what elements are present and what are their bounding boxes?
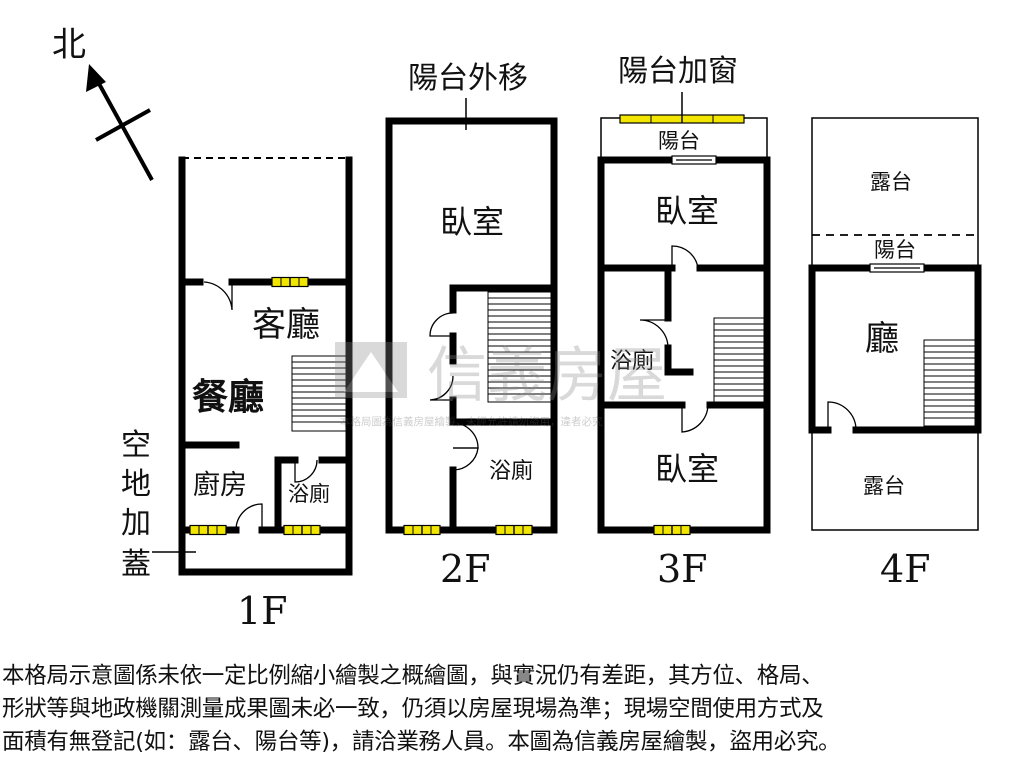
stairs-icon [713,317,765,403]
floor-2f-doors [429,312,479,471]
door-icon [294,459,318,483]
room-label-bedroom: 臥室 [440,203,504,241]
watermark-notice: 本格局圖為信義房屋繪製，未經允許請勿盜用，違者必究 [340,415,603,428]
watermark: 信義房屋 本格局圖為信義房屋繪製，未經允許請勿盜用，違者必究 [335,341,667,428]
disclaimer-line: 本格局示意圖係未依一定比例縮小繪製之概繪圖，與實況仍有差距，其方位、格局、 [2,663,824,689]
door-icon [429,375,454,401]
room-label-dining: 餐廳 [192,376,264,418]
door-icon [639,319,669,349]
room-label-kitchen: 廚房 [193,470,247,501]
note-char: 蓋 [121,547,151,582]
window-icon [283,524,321,536]
window-icon [271,276,309,288]
north-arrow-icon [86,64,154,181]
floor-4f-walls [808,264,982,434]
room-label-balcony: 陽台 [874,238,916,262]
stairs-icon [487,291,552,403]
floor-label-2f: 2F [440,547,491,591]
door-icon [671,245,699,269]
door-icon [827,401,857,431]
room-label-terrace-top: 露台 [870,170,912,194]
door-icon [452,422,479,449]
room-label-bedroom-bottom: 臥室 [655,450,719,488]
note-char: 加 [121,506,151,541]
open-land-note: 空 地 加 蓋 [121,428,151,582]
floor-label-4f: 4F [880,547,931,591]
door-icon [235,503,263,531]
disclaimer-line: 面積有無登記(如：露台、陽台等)，請洽業務人員。本圖為信義房屋繪製，盜用必究。 [2,729,841,755]
room-label-bath: 浴廁 [610,349,654,374]
balcony-door-icon [869,263,925,273]
note-balcony-window: 陽台加窗 [618,54,738,89]
room-label-balcony: 陽台 [658,129,700,153]
window-icon [495,524,533,536]
note-char: 地 [121,467,151,502]
room-label-terrace-bottom: 露台 [863,474,905,498]
floor-label-3f: 3F [657,547,708,591]
floor-2f: 陽台外移 臥室 浴廁 2F [385,61,558,591]
floor-3f-doors [639,245,709,433]
room-label-bath: 浴廁 [288,482,330,506]
disclaimer-line: 形狀等與地政機關測量成果圖未必一致，仍須以房屋現場為準；現場空間使用方式及 [2,696,824,722]
note-balcony-moved-out: 陽台外移 [408,61,528,96]
floor-label-1f: 1F [237,589,288,633]
north-label: 北 [52,25,86,65]
door-icon [681,404,709,433]
floor-3f-walls [597,156,771,534]
window-wide-icon [619,114,745,124]
door-icon [429,312,454,337]
disclaimer: 本格局示意圖係未依一定比例縮小繪製之概繪圖，與實況仍有差距，其方位、格局、 形狀… [2,660,1022,759]
window-icon [403,524,441,536]
room-label-living: 客廳 [252,305,320,345]
balcony-door-icon [671,155,717,165]
room-label-hall: 廳 [865,319,899,359]
door-icon [452,447,479,471]
stairs-icon [291,355,348,432]
window-icon [189,524,227,536]
window-icon [653,524,691,536]
floor-1f-walls [178,156,353,576]
stairs-icon [923,339,976,427]
floor-3f: 陽台加窗 陽台 臥室 浴廁 臥室 3F [597,54,771,591]
room-label-bedroom-top: 臥室 [655,192,719,230]
floor-4f: 露台 陽台 廳 露台 4F [808,117,982,591]
note-char: 空 [121,428,151,463]
room-label-bath: 浴廁 [489,459,533,484]
floor-1f-doors [203,281,318,531]
house-logo-icon [335,342,407,398]
door-icon [203,281,233,311]
floor-1f: 客廳 餐廳 廚房 浴廁 1F [152,156,353,633]
compass: 北 [52,25,154,181]
watermark-brand: 信義房屋 [427,341,667,411]
floor-2f-walls [385,117,558,534]
floor-plan-drawing: 北 [52,25,982,633]
